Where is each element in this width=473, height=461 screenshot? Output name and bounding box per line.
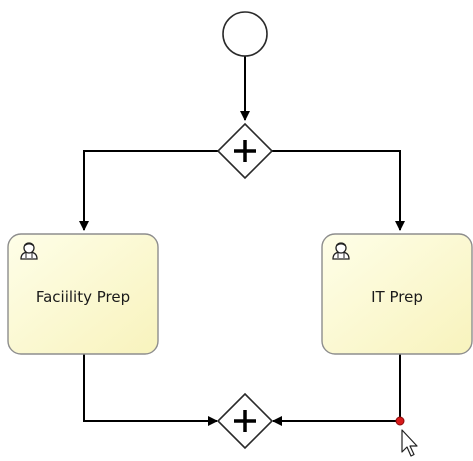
flow-it-to-join[interactable] — [272, 354, 401, 426]
user-icon — [332, 242, 350, 260]
plus-icon — [234, 410, 256, 432]
flow-split-to-it[interactable] — [272, 150, 405, 231]
task-facility-prep[interactable]: Faciility Prep — [7, 233, 159, 355]
start-event[interactable] — [222, 11, 268, 57]
flow-split-to-facility[interactable] — [79, 150, 218, 231]
flow-facility-to-join[interactable] — [83, 354, 218, 426]
selected-bendpoint[interactable] — [395, 416, 405, 426]
task-label: Faciility Prep — [36, 288, 130, 306]
split-gateway[interactable] — [216, 122, 274, 180]
join-gateway[interactable] — [216, 392, 274, 450]
plus-icon — [234, 140, 256, 162]
task-label: IT Prep — [371, 288, 423, 306]
task-it-prep[interactable]: IT Prep — [321, 233, 473, 355]
mouse-pointer-icon — [401, 429, 418, 457]
user-icon — [20, 242, 38, 260]
